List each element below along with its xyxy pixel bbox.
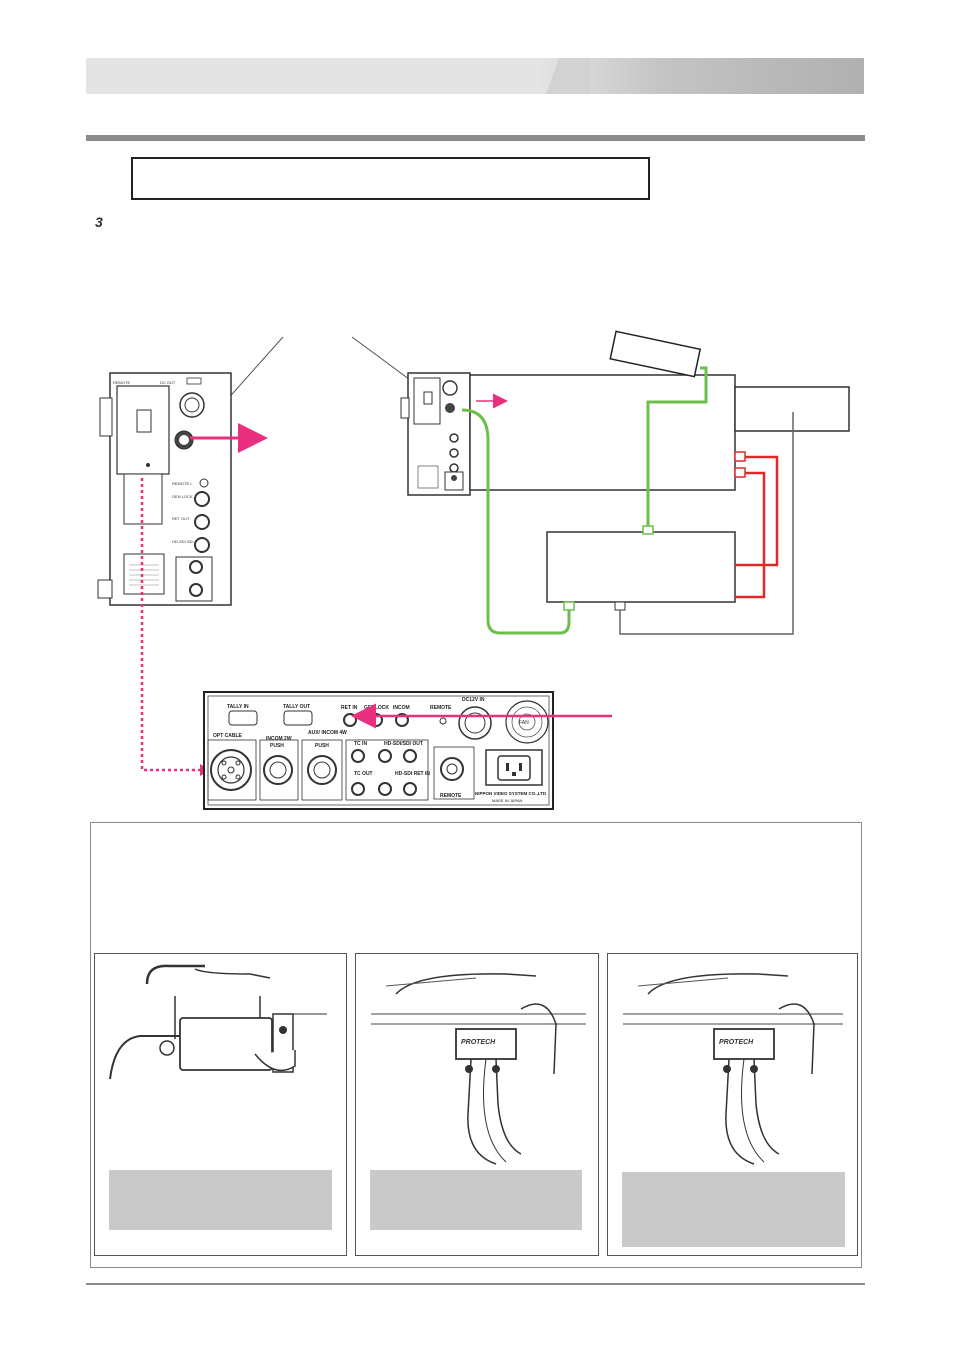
photo-illustration-3: PROTECH [623, 973, 843, 1165]
red-cable-2 [735, 471, 766, 599]
push-label-2: PUSH [315, 743, 329, 749]
step-number: 3 [95, 214, 103, 230]
opt-cable-label: OPT CABLE [213, 733, 243, 739]
photo-illustration-1 [109, 964, 327, 1080]
ret-out-label: RET OUT [172, 516, 190, 521]
tally-in-label: TALLY IN [227, 704, 249, 710]
connection-diagram: REMOTE DC OUT REMOTE L GEN LOCK RET OUT … [97, 330, 850, 810]
photo-brand-2: PROTECH [461, 1039, 496, 1046]
rear-panel: TALLY IN TALLY OUT RET IN GENLOCK INCOM … [203, 691, 554, 810]
caption-box-3 [622, 1172, 845, 1247]
header-slant [530, 58, 590, 94]
ret-in-label: RET IN [341, 705, 358, 711]
caption-box-2 [370, 1170, 582, 1230]
section-title-box [131, 157, 650, 200]
camera-body [400, 372, 736, 496]
header-band [86, 58, 864, 94]
green-cable-bottom [461, 408, 571, 635]
optical-cable-dotted [140, 478, 208, 772]
remote-label: REMOTE [113, 380, 130, 385]
gray-cable [619, 412, 794, 635]
top-rule [86, 135, 865, 141]
bottom-rule [86, 1283, 865, 1285]
manufacturer-label: NIPPON VIDEO SYSTEM CO.,LTD [475, 791, 547, 796]
tally-out-label: TALLY OUT [283, 704, 310, 710]
photo-card-3: PROTECH [607, 953, 858, 1256]
gen-lock-label: GEN LOCK [172, 494, 193, 499]
viewfinder-box [609, 330, 702, 378]
photo-card-2: PROTECH [355, 953, 599, 1256]
fan-label: FAN [519, 720, 529, 726]
info-panel [90, 822, 862, 1268]
dc-in-label: DC12V IN [462, 697, 485, 703]
photo-card-1 [94, 953, 347, 1256]
remote-label-bottom: REMOTE [440, 793, 462, 799]
incom-label: INCOM [393, 705, 410, 711]
photo-illustration-2: PROTECH [371, 973, 586, 1165]
hd-sdi-out-label: HD-SDI/SDI OUT [384, 741, 423, 747]
aux-incom-4w-label: AUX/ INCOM 4W [308, 730, 347, 736]
tc-in-label: TC IN [354, 741, 367, 747]
xlr-connector [179, 392, 205, 418]
red-cable-1 [735, 455, 779, 567]
made-in-label: MADE IN JAPAN [492, 798, 522, 803]
genlock-label: GENLOCK [364, 705, 389, 711]
green-cable-top [646, 366, 708, 530]
dc-out-label: DC OUT [160, 380, 176, 385]
hd-sdi-label: HD-SDI SDI IN [172, 539, 199, 544]
battery-box [734, 386, 850, 432]
hd-sdi-ret-in-label: HD-SDI RET IN [395, 771, 430, 777]
remote-l-label: REMOTE L [172, 481, 193, 486]
tc-out-label: TC OUT [354, 771, 373, 777]
transmitter-box [546, 531, 736, 603]
camera-side-view: REMOTE DC OUT REMOTE L GEN LOCK RET OUT … [97, 372, 232, 606]
remote-label-top: REMOTE [430, 705, 452, 711]
incom-2w-label: INCOM 2W [266, 736, 292, 742]
photo-brand-3: PROTECH [719, 1039, 754, 1046]
push-label-1: PUSH [270, 743, 284, 749]
caption-box-1 [109, 1170, 332, 1230]
